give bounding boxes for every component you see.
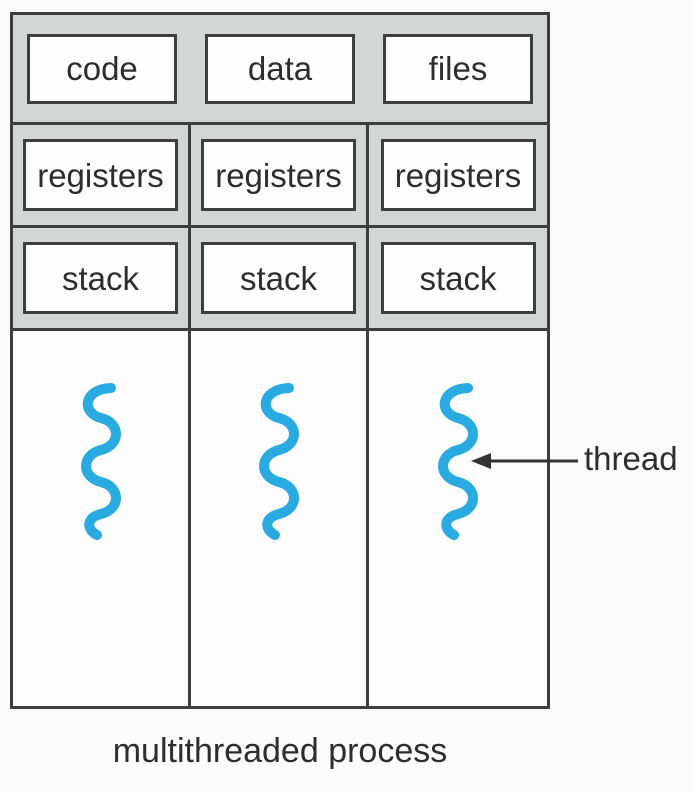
thread-squiggle-icon <box>80 383 121 540</box>
stack-box-thread-3: stack <box>380 242 536 314</box>
stack-cell-thread-3: stack <box>369 228 547 328</box>
shared-resources-band: code data files <box>13 15 547 125</box>
registers-row: registers registers registers <box>13 125 547 228</box>
thread-squiggle-icon <box>438 383 478 540</box>
stack-row: stack stack stack <box>13 228 547 331</box>
stack-box-thread-2: stack <box>201 242 356 314</box>
registers-box-thread-1: registers <box>23 139 178 211</box>
stack-box-thread-1: stack <box>23 242 178 314</box>
thread-column-1 <box>13 331 191 706</box>
registers-box-thread-2: registers <box>201 139 356 211</box>
thread-column-2 <box>191 331 369 706</box>
data-box: data <box>205 33 355 104</box>
registers-cell-thread-1: registers <box>13 125 191 225</box>
thread-column-3 <box>369 331 547 706</box>
registers-box-thread-3: registers <box>380 139 536 211</box>
registers-cell-thread-3: registers <box>369 125 547 225</box>
process-box: code data files registers registers regi… <box>10 12 550 709</box>
thread-annotation-label: thread <box>584 440 678 477</box>
registers-cell-thread-2: registers <box>191 125 369 225</box>
stack-cell-thread-2: stack <box>191 228 369 328</box>
thread-arrow-icon <box>471 453 578 469</box>
thread-columns <box>13 331 547 706</box>
code-box: code <box>27 33 177 104</box>
thread-squiggle-icon <box>258 383 299 540</box>
files-box: files <box>383 33 533 104</box>
stack-cell-thread-1: stack <box>13 228 191 328</box>
diagram-caption: multithreaded process <box>112 732 448 770</box>
